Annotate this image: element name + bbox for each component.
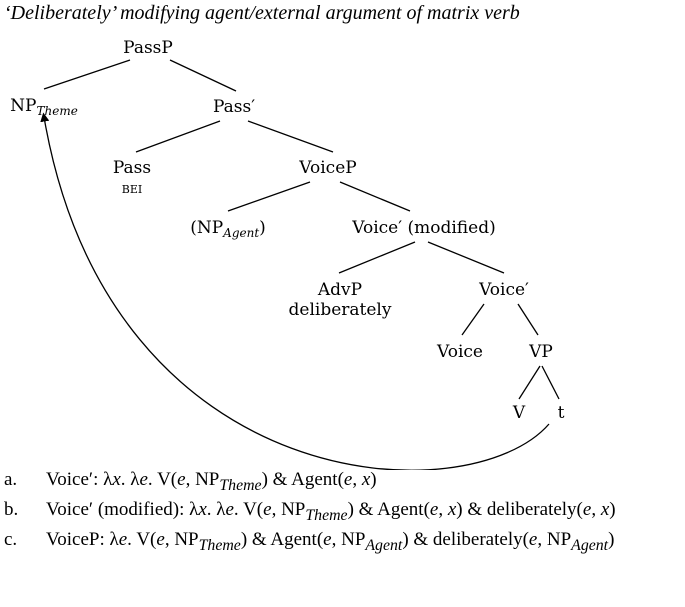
node-voice-bar-modified: Voice′ (modified) xyxy=(352,218,496,238)
edge-voicebar-voice xyxy=(461,303,485,336)
example-text: VoiceP: λe. V(e, NPTheme) & Agent(e, NPA… xyxy=(46,528,615,554)
node-np-theme: NPTheme xyxy=(10,96,78,118)
edge-vp-v xyxy=(518,365,541,400)
example-text: Voice′ (modified): λx. λe. V(e, NPTheme)… xyxy=(46,498,616,524)
edge-voicebarmod-voicebar xyxy=(427,241,505,274)
edge-voicebar-vp xyxy=(517,303,539,336)
figure-title: ‘Deliberately’ modifying agent/external … xyxy=(4,2,520,24)
example-text: Voice′: λx. λe. V(e, NPTheme) & Agent(e,… xyxy=(46,469,377,494)
edge-passbar-pass xyxy=(135,120,221,153)
edge-passp-np xyxy=(43,59,131,90)
edge-voicep-voicebarmod xyxy=(339,181,411,212)
edge-voicebarmod-advp xyxy=(338,241,416,274)
node-voicep: VoiceP xyxy=(299,158,357,178)
movement-arrow xyxy=(40,112,550,470)
edge-passbar-voicep xyxy=(247,120,334,153)
example-label: a. xyxy=(4,469,18,490)
node-passp: PassP xyxy=(123,38,173,58)
node-deliberately: deliberately xyxy=(288,300,392,320)
node-bei: bei xyxy=(121,179,143,197)
node-voice-bar: Voice′ xyxy=(479,280,529,300)
edge-passp-passbar xyxy=(169,59,237,92)
example-label: c. xyxy=(4,528,18,550)
edge-voicep-npagent xyxy=(227,181,311,212)
tree-branches xyxy=(40,59,560,470)
example-b: b. Voice′ (modified): λx. λe. V(e, NPThe… xyxy=(0,498,685,528)
denotation-list: a. Voice′: λx. λe. V(e, NPTheme) & Agent… xyxy=(0,468,685,557)
node-vp: VP xyxy=(529,342,553,362)
example-c: c. VoiceP: λe. V(e, NPTheme) & Agent(e, … xyxy=(0,528,685,558)
example-a: a. Voice′: λx. λe. V(e, NPTheme) & Agent… xyxy=(0,468,685,498)
node-voice: Voice xyxy=(437,342,483,362)
node-v: V xyxy=(512,403,526,423)
example-label: b. xyxy=(4,498,19,520)
node-trace: t xyxy=(557,403,565,423)
edge-vp-t xyxy=(541,365,560,400)
node-pass-bar: Pass′ xyxy=(212,97,256,117)
node-np-agent: (NPAgent) xyxy=(190,218,266,240)
